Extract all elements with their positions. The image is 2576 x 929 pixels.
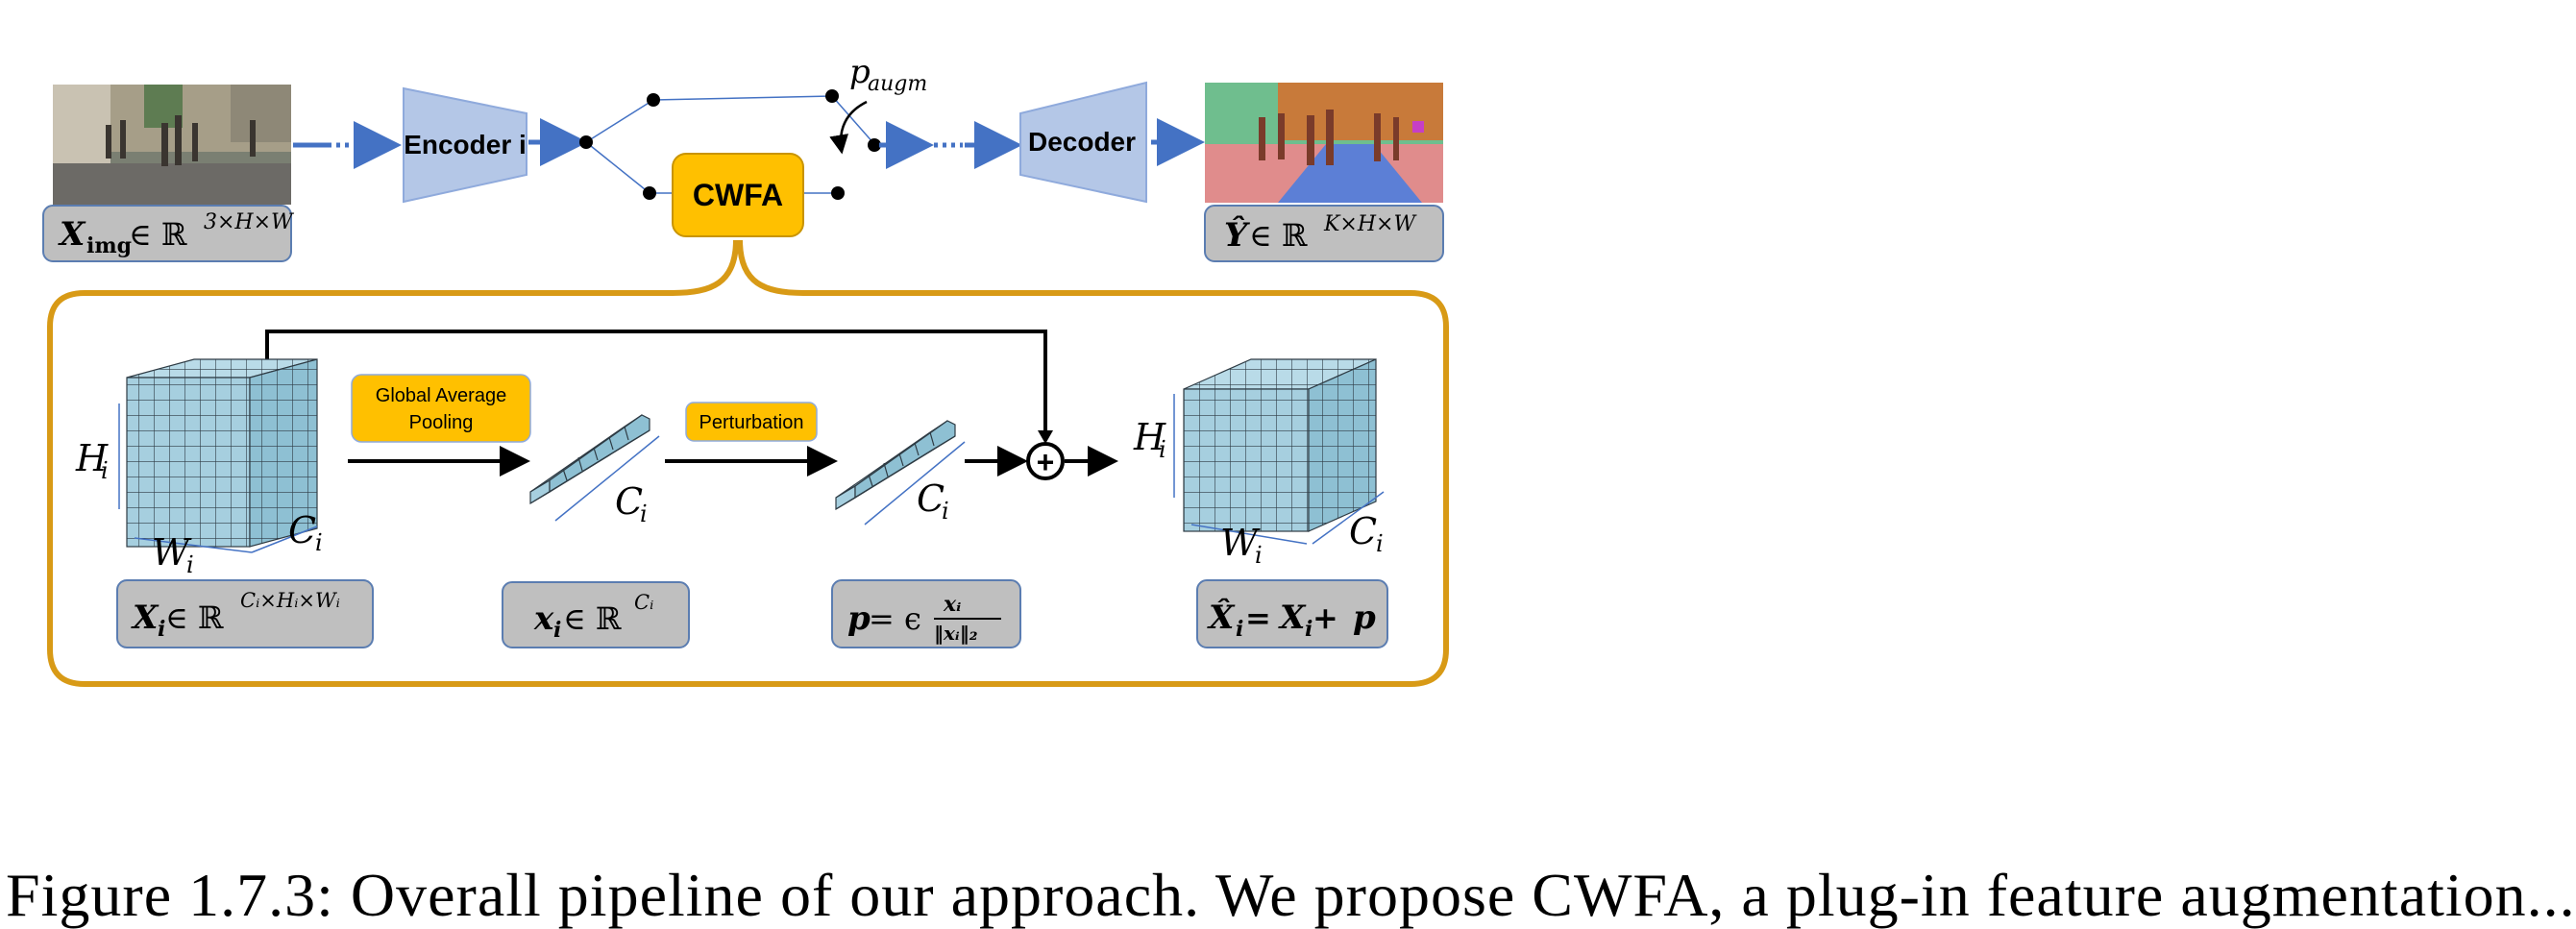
formula-box-p: p = ϵ xᵢ ‖xᵢ‖₂ xyxy=(831,579,1021,648)
gap-label-line2: Pooling xyxy=(409,412,474,433)
svg-text:xᵢ: xᵢ xyxy=(943,592,961,617)
cube-right-h-sub: i xyxy=(1159,436,1166,463)
branch-lines xyxy=(585,95,875,194)
output-label-rel: ∈ ℝ xyxy=(1249,217,1308,254)
vector2-c: C xyxy=(917,477,945,520)
input-image xyxy=(53,85,291,205)
figure-caption: Figure 1.7.3: Overall pipeline of our ap… xyxy=(0,853,2575,926)
cube-right-w-sub: i xyxy=(1255,542,1263,569)
output-label-main: Ŷ xyxy=(1224,215,1250,255)
cube-side xyxy=(1308,358,1377,532)
cube-right-c-sub: i xyxy=(1376,530,1384,557)
svg-text:p: p xyxy=(847,599,871,638)
gap-block: Global Average Pooling xyxy=(351,374,531,443)
pooled-vector xyxy=(529,414,650,505)
output-label-box: Ŷ ∈ ℝ K×H×W xyxy=(1204,205,1444,262)
addition-node: + xyxy=(1026,442,1065,480)
formula-box-xi: X i ∈ ℝ Cᵢ×Hᵢ×Wᵢ xyxy=(116,579,374,648)
vector2-c-sub: i xyxy=(942,498,949,525)
cube-right-c: C xyxy=(1349,510,1377,552)
cube-front xyxy=(126,377,251,548)
cwfa-pipeline-diagram: X img ∈ ℝ 3×H×W Encoder i p augm xyxy=(42,53,1449,687)
switch-nodes xyxy=(579,89,881,200)
switch-prob-sub: augm xyxy=(868,72,927,96)
augmented-feature-cube xyxy=(1183,358,1377,532)
svg-text:X̂: X̂ xyxy=(1207,598,1236,637)
switch-prob-main: p xyxy=(849,53,871,91)
cube-right-w: W xyxy=(1220,522,1261,564)
decoder-block: Decoder xyxy=(1019,81,1147,204)
svg-text:X: X xyxy=(131,599,159,637)
vector1-c: C xyxy=(615,480,643,523)
cube-left-h: H xyxy=(75,437,109,479)
cwfa-block: CWFA xyxy=(672,153,804,237)
svg-text:=: = xyxy=(1245,599,1271,636)
svg-text:x: x xyxy=(533,599,554,638)
input-label-sup: 3×H×W xyxy=(204,210,295,234)
input-feature-cube xyxy=(126,358,318,548)
svg-text:∈ ℝ: ∈ ℝ xyxy=(563,600,622,637)
svg-text:+: + xyxy=(1313,599,1338,636)
input-cube-dims: H i W i C i xyxy=(75,403,323,578)
cwfa-detail-container xyxy=(47,239,1449,687)
svg-text:i: i xyxy=(158,617,165,642)
cube-left-w-sub: i xyxy=(186,551,194,578)
svg-text:i: i xyxy=(1236,617,1243,642)
input-label-sub: img xyxy=(86,233,132,258)
cube-front xyxy=(1183,388,1310,532)
decoder-label: Decoder xyxy=(1028,127,1136,157)
vector1-c-sub: i xyxy=(640,501,648,527)
cube-left-c-sub: i xyxy=(315,529,323,556)
cube-left-c: C xyxy=(288,509,316,551)
output-label-sup: K×H×W xyxy=(1323,212,1417,236)
perturbation-vector-dim: C i xyxy=(864,441,966,526)
svg-text:p: p xyxy=(1353,599,1376,637)
svg-text:‖xᵢ‖₂: ‖xᵢ‖₂ xyxy=(934,622,978,645)
cube-left-w: W xyxy=(152,531,192,574)
input-label-box: X img ∈ ℝ 3×H×W xyxy=(42,205,295,262)
perturbation-label: Perturbation xyxy=(699,412,804,433)
pooled-vector-dim: C i xyxy=(554,435,660,527)
svg-text:∈ ℝ: ∈ ℝ xyxy=(165,599,224,636)
svg-text:i: i xyxy=(1305,617,1313,642)
input-label-main: X xyxy=(58,215,86,254)
gap-label-line1: Global Average xyxy=(376,385,506,406)
output-cube-dims: H i W i C i xyxy=(1133,394,1385,569)
svg-text:= ϵ: = ϵ xyxy=(869,600,921,637)
perturbation-block: Perturbation xyxy=(685,402,818,442)
formula-box-xhat: X̂ i = X i + p xyxy=(1196,579,1388,648)
cube-right-h: H xyxy=(1133,416,1166,458)
cube-side xyxy=(249,358,318,548)
switch-curved-arrow xyxy=(829,100,868,155)
input-label-rel: ∈ ℝ xyxy=(129,216,187,253)
cwfa-label: CWFA xyxy=(693,178,783,212)
svg-text:X: X xyxy=(1278,599,1307,637)
skip-connection xyxy=(265,330,1053,444)
cube-left-h-sub: i xyxy=(101,457,109,484)
perturbation-vector xyxy=(835,420,956,511)
encoder-block: Encoder i xyxy=(403,86,527,204)
figure-caption-text: Figure 1.7.3: Overall pipeline of our ap… xyxy=(6,861,2576,929)
svg-text:Cᵢ: Cᵢ xyxy=(634,591,653,614)
svg-text:i: i xyxy=(553,618,561,643)
output-segmentation-image xyxy=(1205,83,1443,203)
switch-probability: p augm xyxy=(829,53,927,155)
formula-box-x-small: x i ∈ ℝ Cᵢ xyxy=(502,581,690,648)
encoder-label: Encoder i xyxy=(404,130,527,159)
plus-symbol: + xyxy=(1037,445,1055,479)
svg-text:Cᵢ×Hᵢ×Wᵢ: Cᵢ×Hᵢ×Wᵢ xyxy=(240,589,340,612)
